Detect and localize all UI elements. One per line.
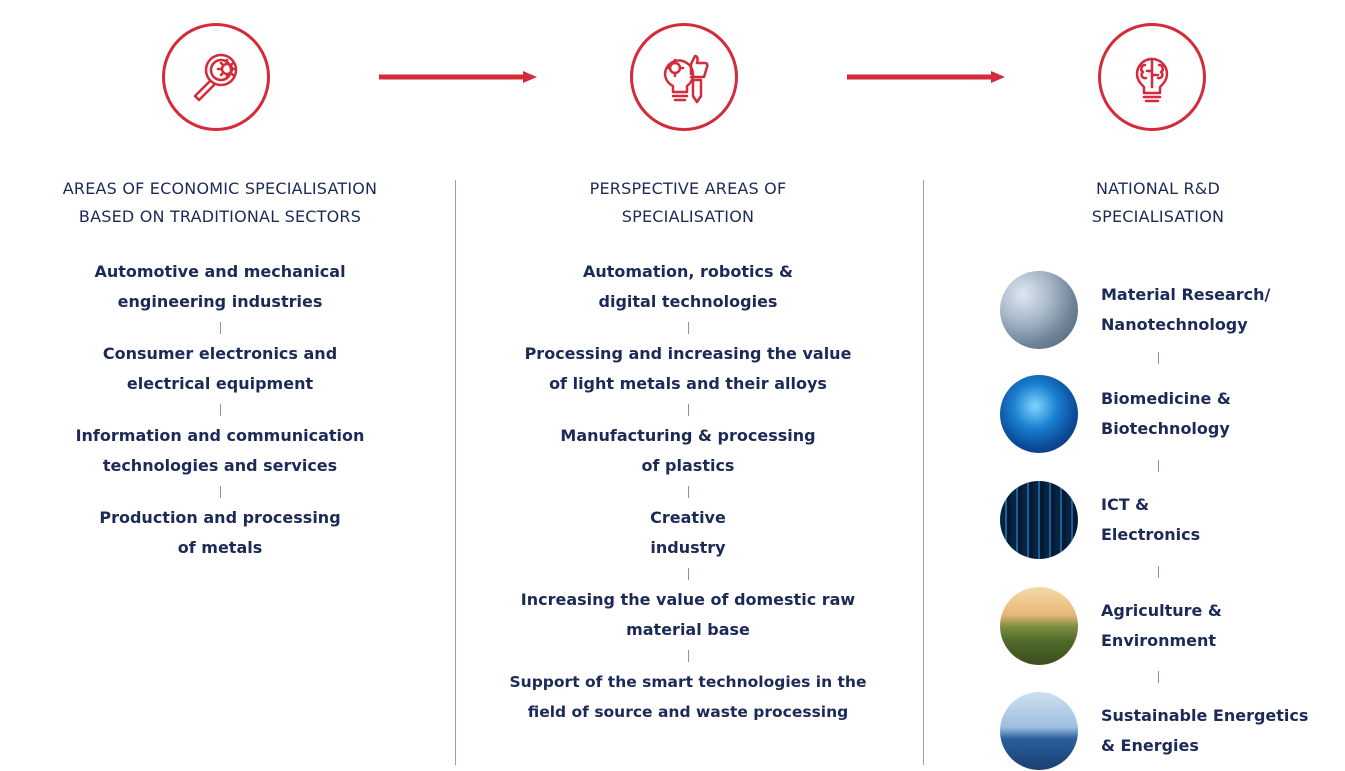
column-divider-1	[455, 180, 456, 765]
column-traditional-sectors: AREAS OF ECONOMIC SPECIALISATION BASED O…	[0, 175, 440, 563]
item-separator	[687, 322, 689, 334]
rd-item-agriculture: Agriculture &Environment	[1000, 587, 1222, 665]
item-separator	[1158, 566, 1159, 578]
nanotech-image	[1000, 271, 1078, 349]
column-perspective-areas: PERSPECTIVE AREAS OF SPECIALISATION Auto…	[470, 175, 906, 727]
column-title: NATIONAL R&D SPECIALISATION	[1091, 179, 1225, 226]
item-separator	[687, 568, 689, 580]
rd-item-ict: ICT &Electronics	[1000, 481, 1200, 559]
magnifier-gear-icon	[193, 53, 238, 102]
agriculture-image	[1000, 587, 1078, 665]
item-separator	[219, 322, 221, 334]
rd-item-biomedicine: Biomedicine &Biotechnology	[1000, 375, 1231, 453]
lightbulb-thumbsup-icon-circle	[630, 23, 738, 131]
brain-lightbulb-icon	[1135, 57, 1169, 103]
magnifier-gear-icon-circle	[162, 23, 270, 131]
rd-item-energy: Sustainable Energetics& Energies	[1000, 692, 1308, 770]
biomedicine-image	[1000, 375, 1078, 453]
item-separator	[687, 486, 689, 498]
lightbulb-thumbsup-pencil-icon	[663, 54, 709, 104]
item-separator	[687, 650, 689, 662]
item-separator	[1158, 460, 1159, 472]
brain-lightbulb-icon-circle	[1098, 23, 1206, 131]
item-separator	[219, 404, 221, 416]
item-separator	[1158, 671, 1159, 683]
list-item: Automation, robotics &digital technologi…	[582, 262, 794, 311]
item-separator	[219, 486, 221, 498]
flow-arrow-2	[847, 71, 1005, 83]
item-separator	[687, 404, 689, 416]
rd-item-nanotech: Material Research/Nanotechnology	[1000, 271, 1270, 349]
ict-image	[1000, 481, 1078, 559]
column-title: PERSPECTIVE AREAS OF SPECIALISATION	[589, 179, 787, 226]
column-title: AREAS OF ECONOMIC SPECIALISATION BASED O…	[62, 179, 378, 226]
list-item: Support of the smart technologies in the…	[509, 673, 867, 721]
column-national-rd: NATIONAL R&D SPECIALISATION	[940, 175, 1345, 231]
column-divider-2	[923, 180, 924, 765]
energy-image	[1000, 692, 1078, 770]
item-separator	[1158, 352, 1159, 364]
flow-arrow-1	[379, 71, 537, 83]
